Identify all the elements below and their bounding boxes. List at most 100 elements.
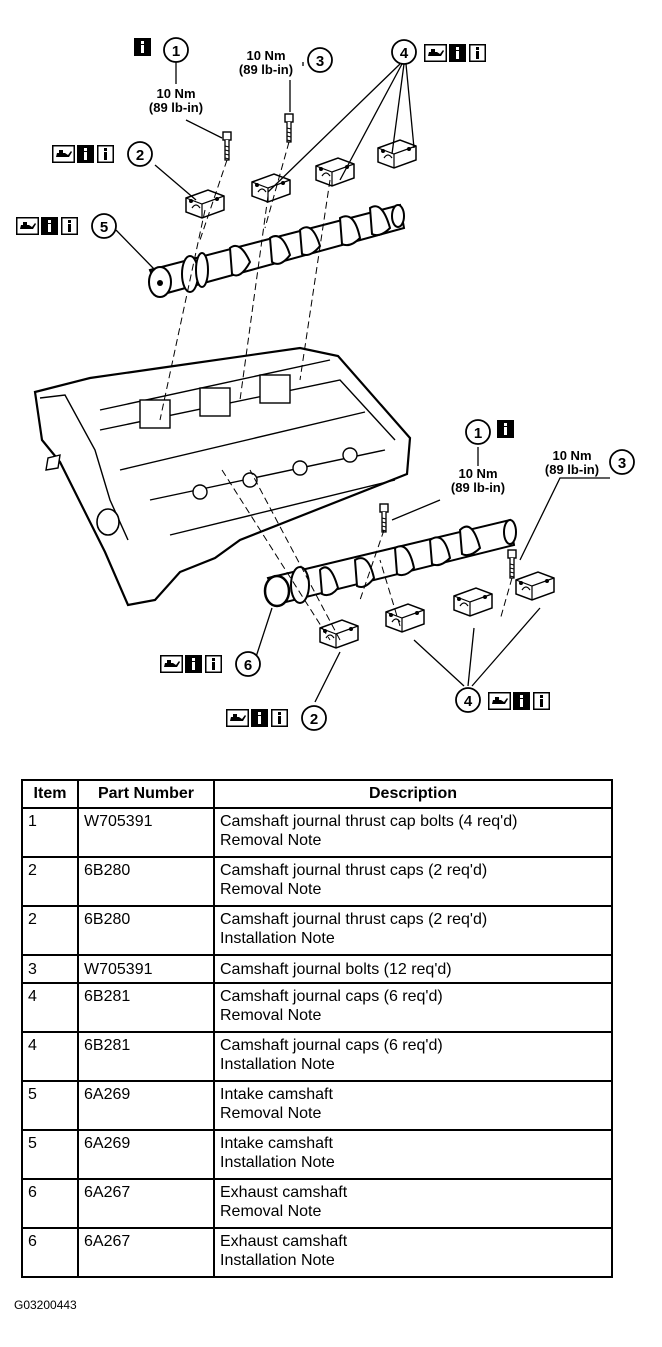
part-number-cell: 6B281 (77, 982, 215, 1033)
svg-text:5: 5 (100, 219, 108, 236)
information-icon (77, 145, 94, 163)
upper-thrust-cap (185, 189, 225, 219)
column-header-description: Description (213, 779, 613, 809)
svg-text:3: 3 (618, 455, 626, 472)
item-cell: 3 (21, 954, 79, 984)
lower-journal-cap-1 (385, 603, 425, 633)
table-row: 4 6B281 Camshaft journal caps (6 req'd) R… (21, 982, 613, 1033)
callout-3-top: 10 Nm (89 lb-in) 3 (239, 47, 333, 77)
description-text: Intake camshaft (220, 1135, 333, 1152)
leader-lines (115, 62, 610, 703)
svg-text:(89 lb-in): (89 lb-in) (239, 62, 293, 77)
callout-1-top: 1 10 Nm (89 lb-in) (134, 37, 203, 115)
description-cell: Camshaft journal thrust cap bolts (4 req… (213, 807, 613, 858)
note-link[interactable]: Installation Note (220, 1056, 335, 1073)
part-number-cell: 6A267 (77, 1178, 215, 1229)
part-number-cell: 6A267 (77, 1227, 215, 1278)
description-cell: Camshaft journal bolts (12 req'd) (213, 954, 613, 984)
note-link[interactable]: Installation Note (220, 1252, 335, 1269)
item-cell: 4 (21, 982, 79, 1033)
oil-can-icon (52, 145, 75, 163)
description-text: Exhaust camshaft (220, 1233, 348, 1250)
description-text: Exhaust camshaft (220, 1184, 348, 1201)
part-number-cell: 6A269 (77, 1129, 215, 1180)
note-link[interactable]: Removal Note (220, 1203, 322, 1220)
svg-text:1: 1 (172, 43, 180, 60)
table-row: 2 6B280 Camshaft journal thrust caps (2 … (21, 905, 613, 956)
oil-can-icon (226, 709, 249, 727)
column-header-part-number: Part Number (77, 779, 215, 809)
information-outline-icon (533, 692, 550, 710)
column-header-item: Item (21, 779, 79, 809)
information-outline-icon (271, 709, 288, 727)
information-icon (251, 709, 268, 727)
part-number-cell: 6A269 (77, 1080, 215, 1131)
table-row: 1 W705391 Camshaft journal thrust cap bo… (21, 807, 613, 858)
note-link[interactable]: Installation Note (220, 930, 335, 947)
description-text: Camshaft journal bolts (12 req'd) (220, 960, 452, 978)
callout-5: 5 (16, 213, 117, 239)
description-text: Camshaft journal thrust caps (2 req'd) (220, 862, 488, 879)
alignment-lines (159, 141, 513, 641)
information-icon (185, 655, 202, 673)
description-cell: Camshaft journal thrust caps (2 req'd) In… (213, 905, 613, 956)
callout-1-right: 1 10 Nm (89 lb-in) (451, 419, 514, 495)
item-cell: 5 (21, 1080, 79, 1131)
svg-text:3: 3 (316, 53, 324, 70)
description-cell: Camshaft journal caps (6 req'd) Installat… (213, 1031, 613, 1082)
exploded-view-diagram: 1 10 Nm (89 lb-in) 10 Nm (89 lb-in) 3 4 … (16, 37, 635, 731)
callout-3-right: 10 Nm (89 lb-in) 3 (545, 448, 635, 477)
part-number-cell: W705391 (77, 954, 215, 984)
item-cell: 6 (21, 1178, 79, 1229)
item-cell: 1 (21, 807, 79, 858)
description-text: Camshaft journal thrust cap bolts (4 req… (220, 813, 518, 830)
part-number-cell: 6B280 (77, 905, 215, 956)
lower-journal-bolt (507, 549, 517, 579)
information-icon (513, 692, 530, 710)
parts-table: Item Part Number Description 1 W705391 C… (21, 779, 613, 1278)
svg-text:2: 2 (310, 711, 318, 728)
note-link[interactable]: Removal Note (220, 1007, 322, 1024)
oil-can-icon (160, 655, 183, 673)
information-outline-icon (205, 655, 222, 673)
item-cell: 2 (21, 905, 79, 956)
svg-text:(89 lb-in): (89 lb-in) (545, 462, 599, 477)
description-text: Intake camshaft (220, 1086, 333, 1103)
oil-can-icon (16, 217, 39, 235)
part-number-cell: 6B280 (77, 856, 215, 907)
item-cell: 4 (21, 1031, 79, 1082)
information-icon (134, 38, 151, 56)
svg-text:(89 lb-in): (89 lb-in) (451, 480, 505, 495)
svg-text:4: 4 (464, 693, 473, 710)
description-text: Camshaft journal caps (6 req'd) (220, 988, 443, 1005)
lower-journal-cap-2 (453, 587, 493, 617)
note-link[interactable]: Installation Note (220, 1154, 335, 1171)
lower-thrust-cap (319, 619, 359, 649)
description-cell: Camshaft journal thrust caps (2 req'd) Re… (213, 856, 613, 907)
lower-journal-cap-3 (515, 571, 555, 601)
figure-id: G03200443 (14, 1298, 77, 1312)
svg-text:1: 1 (474, 425, 482, 442)
description-text: Camshaft journal caps (6 req'd) (220, 1037, 443, 1054)
cylinder-head-drawing (33, 346, 412, 607)
information-icon (41, 217, 58, 235)
information-outline-icon (61, 217, 78, 235)
upper-journal-cap-1 (251, 173, 291, 203)
svg-text:(89 lb-in): (89 lb-in) (149, 100, 203, 115)
svg-text:10 Nm: 10 Nm (246, 48, 285, 63)
table-row: 4 6B281 Camshaft journal caps (6 req'd)I… (21, 1031, 613, 1082)
lower-thrust-cap-bolt (379, 503, 389, 533)
upper-journal-cap-3 (377, 139, 417, 169)
note-link[interactable]: Removal Note (220, 1105, 322, 1122)
svg-text:10 Nm: 10 Nm (552, 448, 591, 463)
svg-text:4: 4 (400, 45, 409, 62)
description-text: Camshaft journal thrust caps (2 req'd) (220, 911, 488, 928)
svg-text:2: 2 (136, 147, 144, 164)
note-link[interactable]: Removal Note (220, 881, 322, 898)
note-link[interactable]: Removal Note (220, 832, 322, 849)
